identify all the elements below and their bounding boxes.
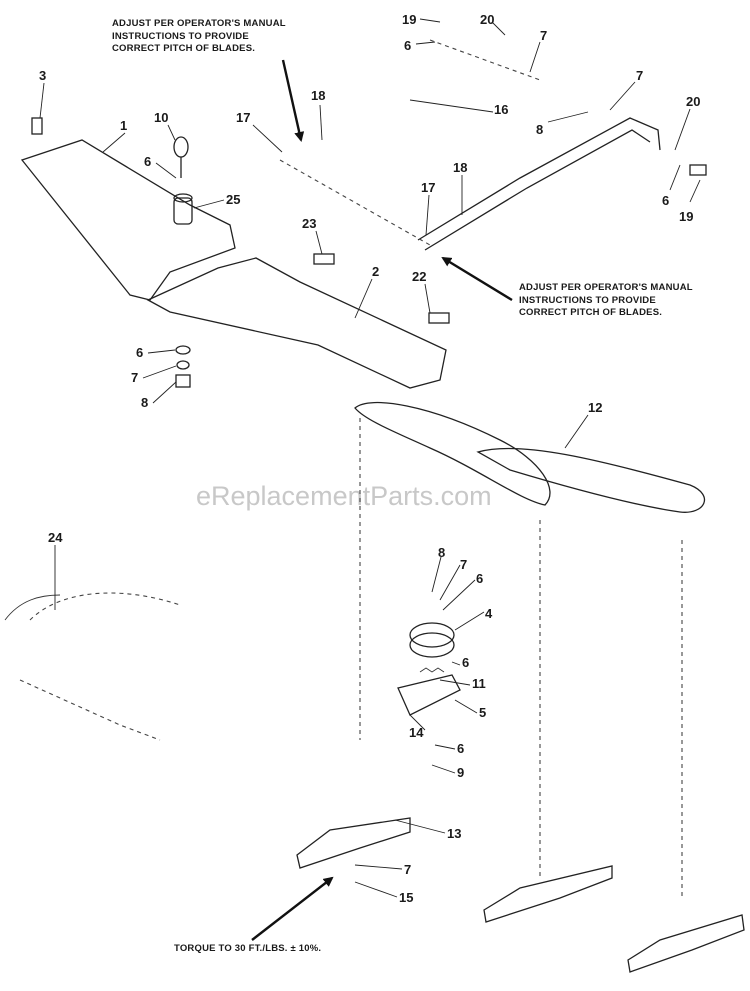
- callout-20: 20: [686, 94, 700, 109]
- adjust-note-right-line-2: INSTRUCTIONS TO PROVIDE: [519, 294, 656, 306]
- callout-7: 7: [131, 370, 138, 385]
- callout-9: 9: [457, 765, 464, 780]
- callout-11: 11: [472, 676, 486, 691]
- deck-outline-dashed: [19, 592, 181, 741]
- adjust-arrow-top: [281, 59, 305, 142]
- callout-6: 6: [457, 741, 464, 756]
- callout-22: 22: [412, 269, 426, 284]
- callout-19: 19: [402, 12, 416, 27]
- callout-17: 17: [421, 180, 435, 195]
- callout-14: 14: [409, 725, 424, 740]
- callout-8: 8: [536, 122, 543, 137]
- idler-pulley-4-top: [409, 622, 455, 648]
- callout-17: 17: [236, 110, 250, 125]
- idler-arm-5-shape: [397, 674, 461, 716]
- adjust-note-top-line-3: CORRECT PITCH OF BLADES.: [112, 43, 256, 54]
- adjust-note-right-line-1: ADJUST PER OPERATOR'S MANUAL: [519, 282, 693, 293]
- callout-13: 13: [447, 826, 461, 841]
- callout-4: 4: [485, 606, 493, 621]
- callout-8: 8: [141, 395, 148, 410]
- callout-7: 7: [460, 557, 467, 572]
- deck-edge: [4, 594, 61, 621]
- adjust-arrow-right: [441, 256, 513, 302]
- spacer-25-top: [173, 193, 193, 203]
- decal-22-shape: [428, 312, 450, 324]
- callout-5: 5: [479, 705, 486, 720]
- nut-8-shape: [175, 374, 191, 388]
- pivot-shaft-dashed: [279, 159, 431, 246]
- leader-lines: [39, 18, 701, 898]
- adjust-note-top: ADJUST PER OPERATOR'S MANUAL INSTRUCTION…: [112, 18, 286, 56]
- torque-arrow: [251, 876, 334, 941]
- callout-6: 6: [476, 571, 483, 586]
- blade-center-shape: [483, 865, 613, 923]
- decal-23-shape: [313, 253, 335, 265]
- spacer-25-shape: [173, 197, 193, 225]
- eyebolt-10-shape: [173, 136, 189, 158]
- callout-15: 15: [399, 890, 413, 905]
- deflector-2-shape: [146, 257, 447, 389]
- adjust-note-right: ADJUST PER OPERATOR'S MANUAL INSTRUCTION…: [519, 282, 693, 320]
- callout-12: 12: [588, 400, 602, 415]
- pin-19-right-shape: [689, 164, 707, 176]
- blade-13-left-shape: [296, 817, 411, 869]
- callout-6: 6: [462, 655, 469, 670]
- callout-18: 18: [453, 160, 467, 175]
- callout-1: 1: [120, 118, 127, 133]
- deflector-1-shape: [20, 139, 236, 301]
- callout-20: 20: [480, 12, 494, 27]
- idler-pulley-4-shape: [409, 632, 455, 658]
- spring-11-shape: [419, 667, 445, 673]
- adjust-note-right-line-3: CORRECT PITCH OF BLADES.: [519, 307, 663, 318]
- callout-7: 7: [636, 68, 643, 83]
- belt-12-outer: [476, 447, 705, 513]
- callout-23: 23: [302, 216, 316, 231]
- lockwasher-7-shape: [176, 360, 190, 370]
- callout-10: 10: [154, 110, 168, 125]
- upper-rod-dashed: [429, 39, 541, 81]
- callout-6: 6: [144, 154, 151, 169]
- callout-2: 2: [372, 264, 379, 279]
- torque-note: TORQUE TO 30 FT./LBS. ± 10%.: [174, 943, 321, 956]
- callout-24: 24: [48, 530, 63, 545]
- callout-7: 7: [404, 862, 411, 877]
- callout-8: 8: [438, 545, 445, 560]
- torque-note-text: TORQUE TO 30 FT./LBS. ± 10%.: [174, 943, 322, 954]
- callout-6: 6: [662, 193, 669, 208]
- callout-19: 19: [679, 209, 693, 224]
- adjust-note-top-line-1: ADJUST PER OPERATOR'S MANUAL: [112, 18, 286, 29]
- callout-16: 16: [494, 102, 508, 117]
- lift-arm-16-shape: [417, 117, 661, 241]
- callout-6: 6: [136, 345, 143, 360]
- belt-12-inner: [354, 401, 551, 506]
- callout-3: 3: [39, 68, 46, 83]
- adjust-note-top-line-2: INSTRUCTIONS TO PROVIDE: [112, 30, 249, 42]
- callout-25: 25: [226, 192, 240, 207]
- callout-6: 6: [404, 38, 411, 53]
- callout-7: 7: [540, 28, 547, 43]
- lift-arm-16-edge: [424, 129, 651, 251]
- blade-right-shape: [627, 914, 745, 973]
- callout-18: 18: [311, 88, 325, 103]
- bolt-3-shape: [31, 117, 43, 135]
- washer-6-shape: [175, 345, 191, 355]
- watermark: eReplacementParts.com: [196, 481, 492, 511]
